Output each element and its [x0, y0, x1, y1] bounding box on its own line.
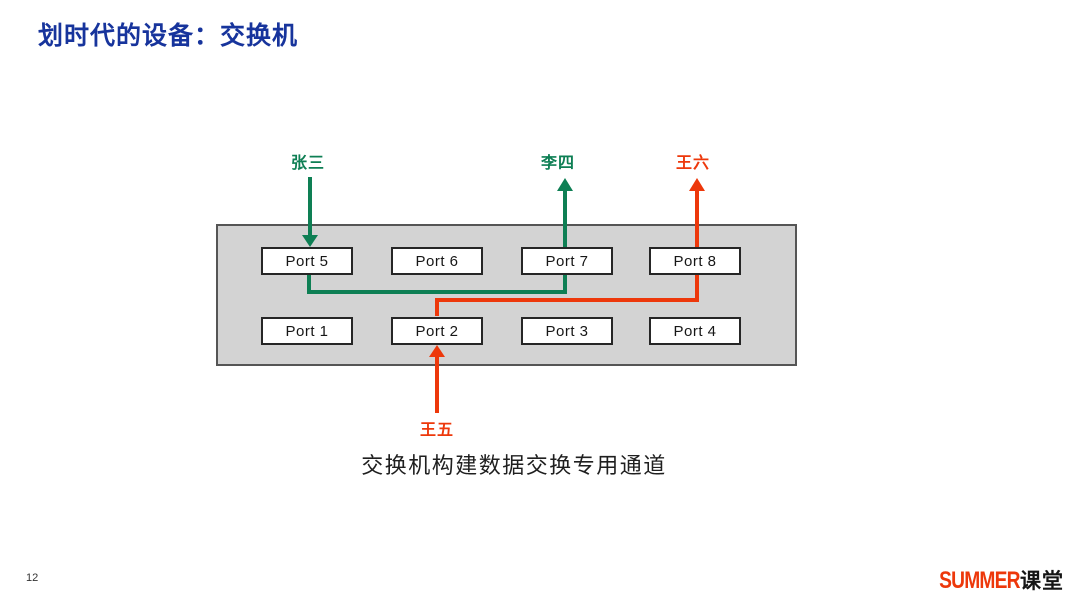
slide-caption: 交换机构建数据交换专用通道	[361, 453, 667, 478]
endpoint-label-wangliu: 王六	[675, 155, 711, 172]
port-box-1: Port 1	[261, 317, 353, 345]
port-box-2: Port 2	[391, 317, 483, 345]
logo-brand-text: SUMMER	[939, 567, 1020, 594]
endpoint-label-zhangsan: 张三	[290, 155, 326, 172]
arrow-down-icon	[302, 235, 318, 247]
arrow-up-icon	[557, 178, 573, 191]
endpoint-label-lisi: 李四	[540, 155, 576, 172]
page-title: 划时代的设备：交换机	[38, 22, 299, 50]
arrow-up-icon	[689, 178, 705, 191]
logo-suffix-text: 课堂	[1020, 570, 1064, 593]
red-wire-elbow	[435, 190, 699, 316]
page-number: 12	[26, 572, 39, 584]
port-box-3: Port 3	[521, 317, 613, 345]
arrow-up-icon	[429, 345, 445, 357]
port-box-4: Port 4	[649, 317, 741, 345]
port-box-6: Port 6	[391, 247, 483, 275]
green-wire-elbow	[307, 190, 567, 294]
connection-red	[429, 178, 705, 413]
port-box-7: Port 7	[521, 247, 613, 275]
connection-green	[302, 177, 573, 294]
port-box-8: Port 8	[649, 247, 741, 275]
endpoint-label-wangwu: 王五	[419, 422, 455, 439]
port-box-5: Port 5	[261, 247, 353, 275]
